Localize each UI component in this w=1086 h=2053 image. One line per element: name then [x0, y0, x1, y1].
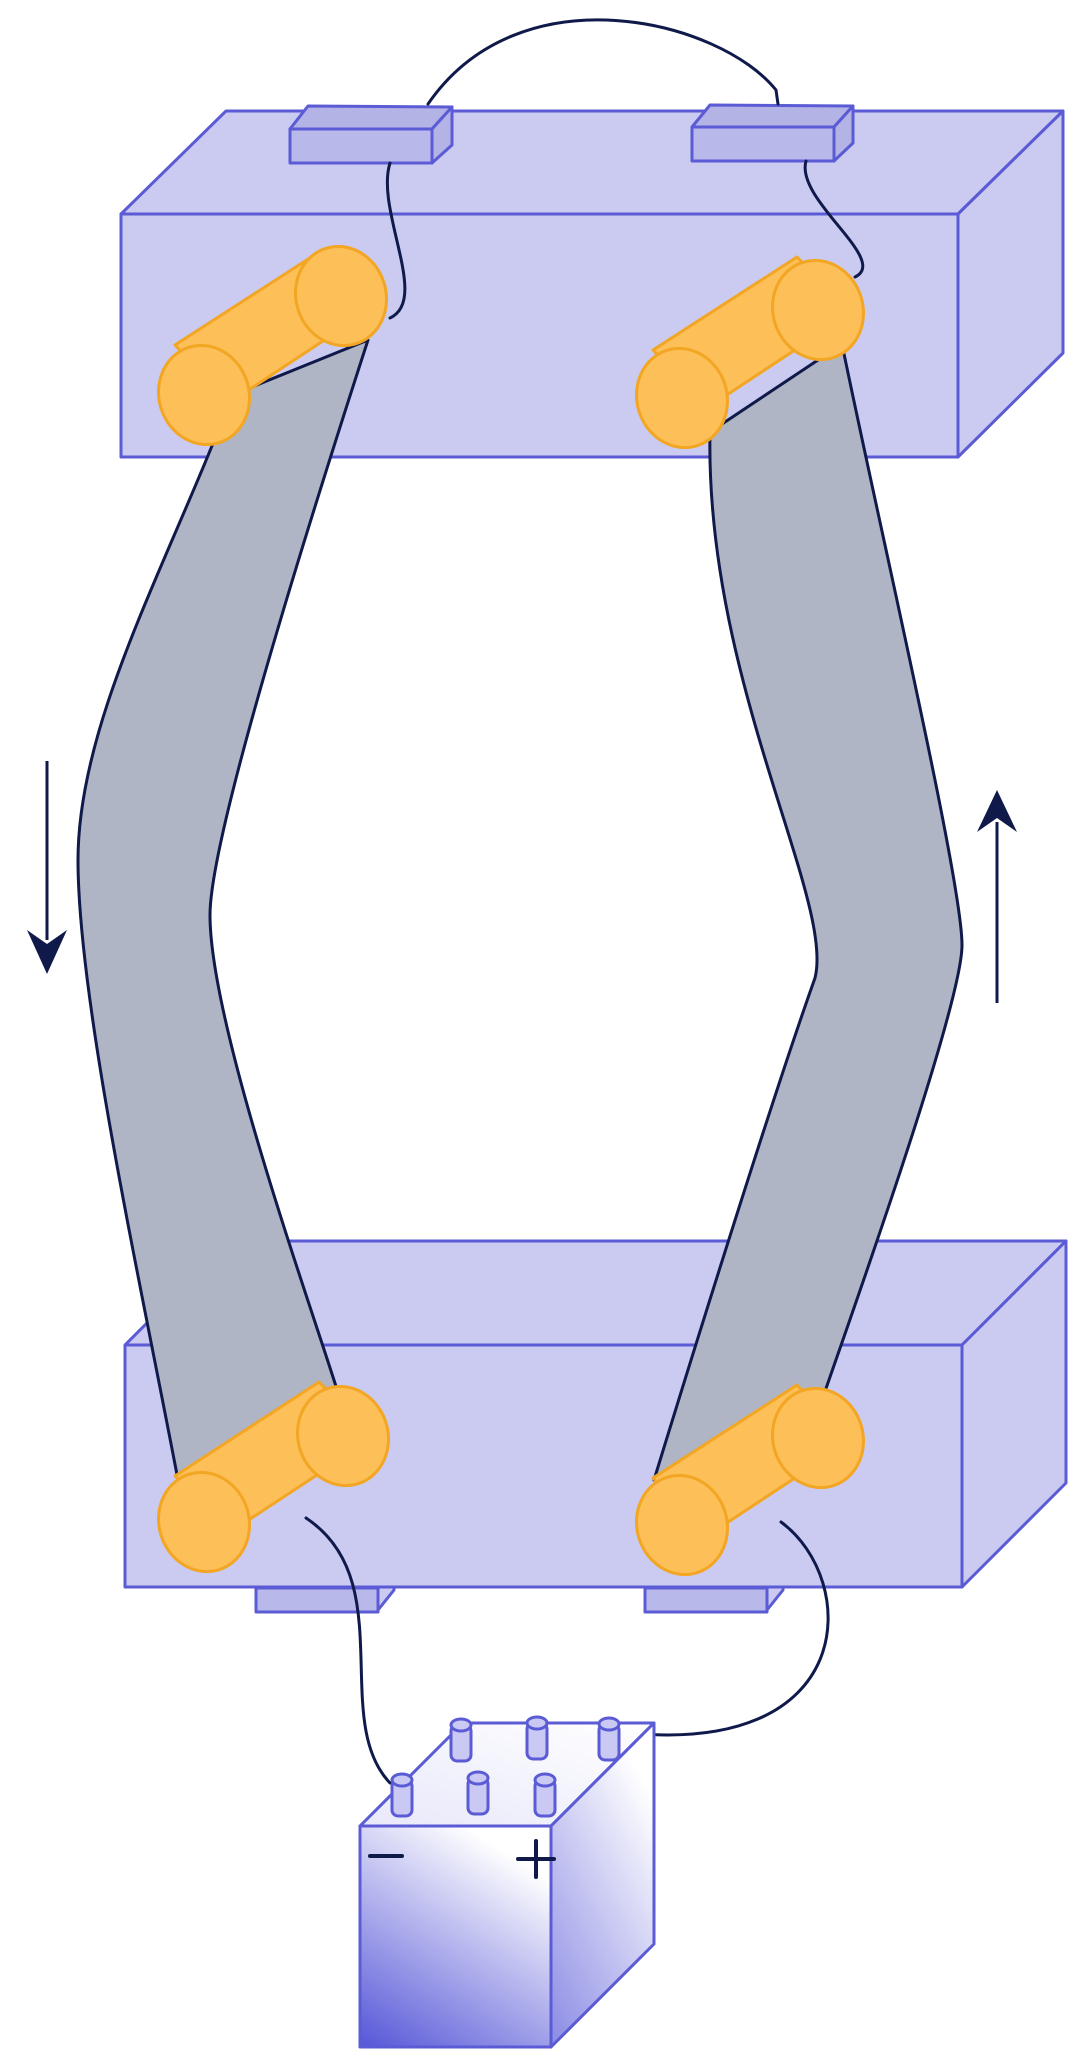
top-left-roller [156, 244, 389, 447]
battery-terminal [449, 1717, 473, 1763]
battery-front-face [358, 1824, 553, 2049]
top-right-contact [690, 103, 855, 163]
negative-battery-wire [304, 1516, 392, 1785]
battery-terminal [533, 1772, 557, 1818]
top-right-roller [634, 255, 866, 450]
battery-terminal [466, 1770, 490, 1816]
plus-icon [516, 1839, 556, 1879]
bottom-left-roller [156, 1380, 391, 1574]
top-left-lead-wire [385, 161, 407, 320]
top-left-contact [288, 104, 454, 165]
bottom-right-roller [634, 1383, 866, 1577]
battery-terminal [597, 1716, 621, 1762]
top-box-top-face [119, 109, 1065, 216]
top-bridge-wire [426, 18, 780, 106]
arrow-up-icon [977, 790, 1017, 1003]
positive-battery-wire [618, 1520, 830, 1737]
battery [358, 1715, 656, 2049]
arrow-down-icon [27, 761, 67, 974]
battery-terminal [390, 1772, 414, 1818]
battery-terminal [525, 1715, 549, 1761]
top-right-lead-wire [803, 159, 865, 279]
